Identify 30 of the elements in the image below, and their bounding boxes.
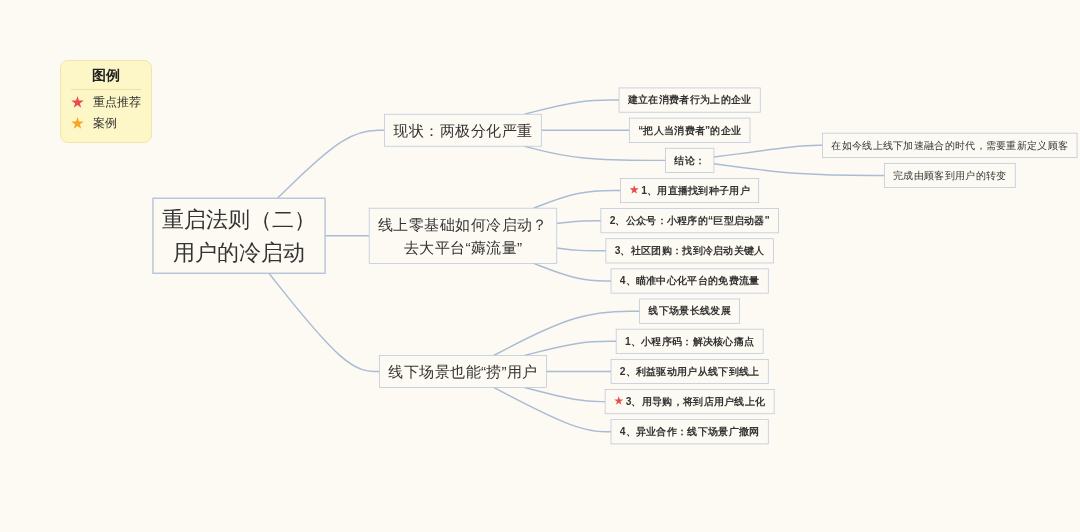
subtopic: 4、异业合作：线下场景广撒网: [610, 419, 769, 445]
legend-label: 重点推荐: [93, 94, 141, 111]
subtopic: 建立在消费者行为上的企业: [618, 87, 761, 113]
branch-topic: 线下场景也能“捞”用户: [379, 355, 547, 388]
subtopic: 2、利益驱动用户从线下到线上: [610, 359, 769, 385]
connector-line: [556, 220, 602, 225]
legend-title: 图例: [71, 67, 141, 90]
subtopic: 在如今线上线下加速融合的时代，需要重新定义顾客: [822, 132, 1078, 158]
subtopic: 1、小程序码：解决核心痛点: [615, 328, 764, 354]
branch-topic: 现状：两极分化严重: [384, 113, 542, 147]
connector-line: [540, 129, 631, 132]
connector-line: [492, 310, 641, 357]
subtopic: 完成由顾客到用户的转变: [884, 163, 1016, 189]
subtopic: 4、瞄准中心化平台的免费流量: [610, 268, 769, 294]
branch-topic: 线上零基础如何冷启动？ 去大平台“薅流量”: [368, 207, 558, 264]
subtopic: 结论：: [665, 147, 715, 173]
connector-line: [268, 272, 381, 373]
subtopic: “把人当消费者”的企业: [628, 117, 751, 143]
subtopic: 2、公众号：小程序的“巨型启动器": [600, 208, 779, 234]
connector-line: [545, 370, 612, 373]
legend-label: 案例: [93, 115, 117, 132]
connector-line: [713, 163, 886, 177]
connector-line: [713, 144, 824, 158]
central-topic: 重启法则（二） 用户的冷启动: [152, 197, 326, 275]
connector-line: [276, 129, 386, 200]
subtopic: 线下场景长线发展: [639, 298, 741, 324]
connector-line: [532, 189, 622, 209]
connector-line: [556, 247, 607, 252]
subtopic: 3、社区团购：找到冷启动关键人: [605, 238, 774, 264]
connector-line: [492, 386, 612, 433]
